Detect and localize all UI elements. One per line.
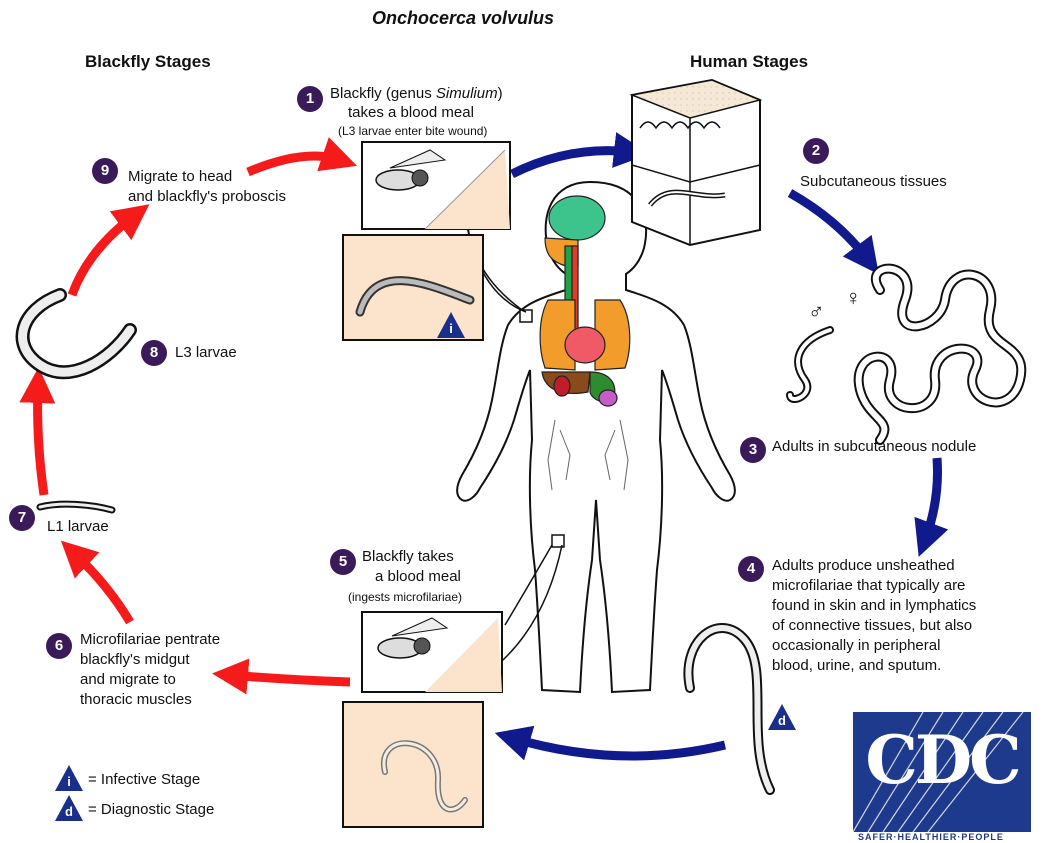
female-symbol: ♀	[845, 288, 862, 307]
adult-worms	[790, 269, 1021, 440]
blackfly-feeding-panel-5	[362, 612, 502, 692]
cdc-tagline: SAFER·HEALTHIER·PEOPLE	[858, 832, 1004, 843]
step-2-label: Subcutaneous tissues	[800, 172, 947, 191]
step-9-line1: Migrate to head	[128, 167, 232, 186]
arrow-2-to-3	[790, 193, 868, 260]
blackfly-feeding-panel-1	[362, 142, 510, 229]
cdc-logo: CDC	[853, 712, 1031, 832]
step-7-number: 7	[9, 505, 35, 531]
step-1-line1: Blackfly (genus Simulium)	[330, 84, 503, 103]
arrow-1-to-2	[512, 151, 632, 174]
step-5-number: 5	[330, 549, 356, 575]
step-1-number: 1	[297, 86, 323, 112]
arrow-9-to-1	[248, 156, 340, 172]
step-9-number: 9	[92, 158, 118, 184]
legend-infective-icon: i	[55, 765, 83, 791]
legend-diagnostic-label: = Diagnostic Stage	[88, 800, 214, 819]
infective-stage-marker: i	[437, 312, 465, 338]
step-1-note: (L3 larvae enter bite wound)	[338, 124, 487, 139]
step-5-note: (ingests microfilariae)	[348, 590, 462, 605]
step-5-line2: a blood meal	[375, 567, 461, 586]
diagram-title: Onchocerca volvulus	[372, 9, 554, 28]
step-3-number: 3	[740, 437, 766, 463]
microfilaria-panel	[343, 702, 483, 827]
arrow-5-to-6	[230, 675, 350, 682]
step-8-label: L3 larvae	[175, 343, 237, 362]
header-blackfly-stages: Blackfly Stages	[85, 52, 211, 71]
step-4-number: 4	[738, 556, 764, 582]
step-3-label: Adults in subcutaneous nodule	[772, 437, 976, 456]
legend-diagnostic-icon: d	[55, 795, 83, 821]
step-7-label: L1 larvae	[47, 517, 109, 536]
arrow-8-to-9	[72, 215, 135, 295]
step-9-line2: and blackfly's proboscis	[128, 187, 286, 206]
cdc-logo-text: CDC	[853, 720, 1031, 800]
step-8-number: 8	[141, 340, 167, 366]
diagnostic-stage-marker: d	[768, 704, 796, 730]
arrow-4-to-5	[512, 738, 725, 756]
arrow-7-to-8	[38, 385, 44, 495]
header-human-stages: Human Stages	[690, 52, 808, 71]
step-5-line1: Blackfly takes	[362, 547, 454, 566]
step-6-number: 6	[46, 633, 72, 659]
step-1-line2: takes a blood meal	[348, 103, 474, 122]
arrow-3-to-4	[925, 458, 938, 540]
legend-infective-label: = Infective Stage	[88, 770, 200, 789]
arrow-6-to-7	[74, 553, 130, 622]
step-2-number: 2	[803, 138, 829, 164]
skin-tissue-block	[632, 80, 760, 245]
male-symbol: ♂	[808, 302, 825, 321]
